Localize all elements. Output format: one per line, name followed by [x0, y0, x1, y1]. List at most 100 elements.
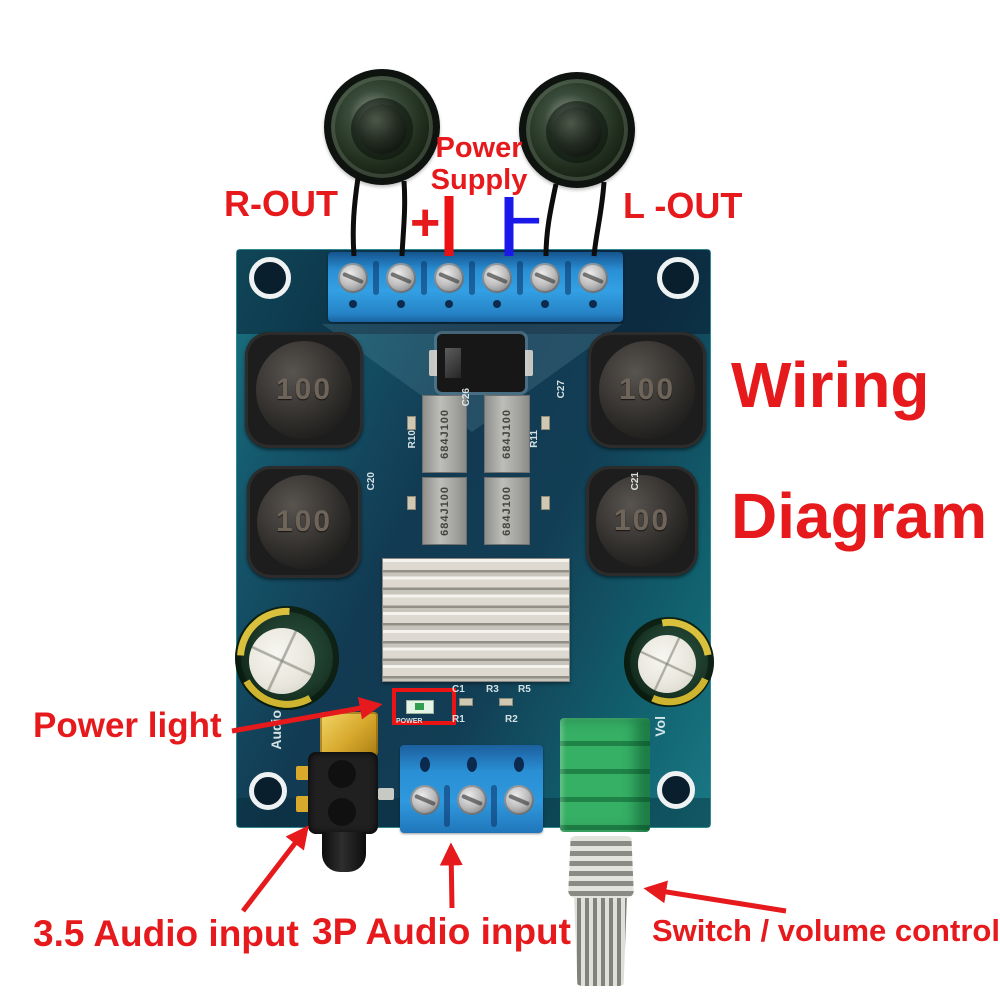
speaker-wire — [543, 183, 559, 257]
input-terminal-screw-1 — [410, 785, 440, 815]
audio-35-arrow — [241, 825, 309, 913]
smd-component — [407, 416, 416, 430]
inductor-marking: 100 — [613, 503, 671, 537]
terminal-screw-1 — [338, 263, 368, 293]
audio-3p-input-label: 3P Audio input — [312, 911, 571, 952]
potentiometer-shaft — [574, 898, 627, 986]
terminal-screw-5 — [530, 263, 560, 293]
power-diode — [437, 334, 525, 392]
plus-symbol: + — [410, 194, 441, 252]
terminal-wire-hole — [467, 757, 477, 772]
terminal-wire-hole — [445, 300, 453, 308]
smd-component — [407, 496, 416, 510]
minus-symbol: − — [511, 192, 542, 250]
smd-component — [541, 416, 550, 430]
switch-volume-arrow — [643, 880, 787, 914]
power-supply-label: Power Supply — [424, 132, 534, 196]
terminal-divider — [469, 261, 475, 295]
inductor-marking: 100 — [275, 504, 333, 538]
electrolytic-capacitor-right — [608, 601, 730, 723]
terminal-wire-hole — [541, 300, 549, 308]
film-capacitor: 684J100 — [422, 477, 467, 545]
mounting-hole-bottom-right — [657, 771, 695, 809]
smd-component — [541, 496, 550, 510]
terminal-divider — [491, 785, 497, 827]
jack-recess — [328, 760, 356, 788]
smd-component — [499, 698, 513, 706]
audio-35-input-label: 3.5 Audio input — [33, 913, 299, 954]
speaker-right-channel — [324, 69, 440, 185]
speaker-dome — [357, 104, 407, 155]
terminal-wire-hole — [349, 300, 357, 308]
terminal-divider — [373, 261, 379, 295]
audio-jack-barrel — [322, 832, 366, 872]
inductor-bottom-left: 100 — [247, 466, 361, 578]
inductor-bottom-right: 100 — [586, 466, 698, 576]
terminal-divider — [444, 785, 450, 827]
inductor-drum: 100 — [257, 474, 351, 570]
inductor-top-left: 100 — [245, 332, 363, 448]
output-power-terminal-block — [328, 252, 623, 322]
inductor-marking: 100 — [618, 372, 676, 406]
jack-recess — [328, 798, 356, 826]
capacitor-top — [638, 635, 696, 693]
inductor-drum: 100 — [598, 341, 696, 439]
power-light-arrow — [231, 696, 383, 734]
terminal-screw-2 — [386, 263, 416, 293]
switch-volume-label: Switch / volume control — [652, 913, 1000, 948]
power-led-chip — [415, 703, 424, 710]
film-capacitor: 684J100 — [484, 395, 530, 473]
heatsink — [382, 558, 570, 682]
terminal-divider — [565, 261, 571, 295]
terminal-wire-hole — [493, 300, 501, 308]
audio-input-terminal-block — [400, 745, 543, 833]
terminal-wire-hole — [514, 757, 524, 772]
power-supply-line2: Supply — [430, 164, 528, 196]
input-terminal-screw-3 — [504, 785, 534, 815]
speaker-wire — [350, 177, 361, 257]
terminal-wire-hole — [397, 300, 405, 308]
terminal-screw-6 — [578, 263, 608, 293]
diode-band — [445, 348, 461, 378]
film-capacitor: 684J100 — [484, 477, 530, 545]
film-capacitor: 684J100 — [422, 395, 467, 473]
audio-jack-body — [308, 752, 378, 834]
terminal-wire-hole — [420, 757, 430, 772]
mounting-hole-top-left — [249, 257, 291, 299]
volume-potentiometer-body — [560, 718, 650, 832]
audio-jack-pin — [378, 788, 394, 800]
silkscreen-r5: R5 — [518, 684, 531, 695]
audio-jack-pin — [296, 796, 310, 812]
input-terminal-screw-2 — [457, 785, 487, 815]
r-out-label: R-OUT — [224, 183, 338, 224]
terminal-wire-hole — [589, 300, 597, 308]
silkscreen-power: POWER — [396, 718, 423, 725]
terminal-divider — [517, 261, 523, 295]
inductor-drum: 100 — [255, 341, 353, 439]
inductor-marking: 100 — [275, 372, 333, 406]
silkscreen-r2: R2 — [505, 714, 518, 725]
title-line2: Diagram — [731, 480, 988, 552]
terminal-divider — [421, 261, 427, 295]
speaker-wire — [399, 180, 408, 257]
speaker-wire — [591, 181, 607, 257]
mounting-hole-top-right — [657, 257, 699, 299]
title-line1: Wiring — [731, 349, 930, 421]
silkscreen-r1: R1 — [452, 714, 465, 725]
mounting-hole-bottom-left — [249, 772, 287, 810]
capacitor-top — [249, 628, 315, 694]
power-supply-line1: Power — [435, 132, 523, 164]
power-led-highlight-box — [392, 688, 456, 725]
l-out-label: L -OUT — [623, 185, 743, 226]
inductor-top-right: 100 — [588, 332, 706, 448]
audio-jack-pin — [296, 766, 310, 780]
speaker-dome — [552, 107, 602, 158]
terminal-screw-4 — [482, 263, 512, 293]
silkscreen-r3: R3 — [486, 684, 499, 695]
inductor-drum: 100 — [596, 474, 688, 568]
potentiometer-bushing — [568, 836, 634, 898]
power-led — [406, 700, 434, 714]
terminal-screw-3 — [434, 263, 464, 293]
